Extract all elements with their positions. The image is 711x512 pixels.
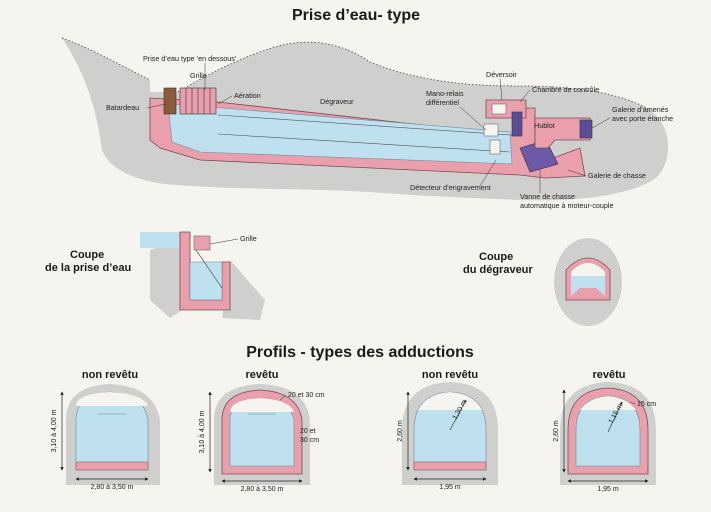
profile-3-height: 2,60 m	[397, 420, 404, 442]
grille-structure	[179, 87, 217, 115]
profile-4-air	[580, 396, 636, 410]
label-batardeau: Batardeau	[106, 103, 139, 112]
leader-galerie-am	[591, 117, 611, 129]
leader-batardeau	[146, 103, 167, 109]
profile-1-floor	[75, 461, 149, 471]
leader-profile-4-note1	[629, 401, 636, 405]
profile-4-water	[575, 395, 641, 467]
coupe-degr-title-1: Coupe	[479, 251, 513, 263]
profile-2-air	[230, 398, 294, 412]
profile-1-width: 2,80 à 3,50 m	[91, 484, 134, 491]
profile-3: non revêtu 1,30 m 2,60 m 1,95 m	[397, 369, 498, 491]
label-mano-1: Mano-relais	[426, 89, 464, 98]
profile-1-title: non revêtu	[82, 369, 138, 381]
profile-2-height: 3,10 à 4,00 m	[199, 410, 206, 453]
leader-aeration	[217, 95, 233, 105]
porte-etanche	[579, 119, 593, 139]
profile-2-width: 2,80 à 3,50 m	[241, 486, 284, 493]
profile-3-water	[413, 391, 487, 471]
leader-chambre	[519, 89, 531, 103]
profile-4: revêtu 1,15 m 15 cm 2,60 m 1,95 m	[553, 369, 656, 493]
label-galerie-am-2: avec porte étanche	[612, 114, 673, 123]
profile-1-air	[76, 392, 148, 406]
profile-3-title: non revêtu	[422, 369, 478, 381]
profile-2: revêtu 3,10 à 4,00 m 2,80 à 3,50 m 20 et…	[199, 369, 325, 493]
label-galerie-am-1: Galerie d’amenés	[612, 105, 669, 114]
coupe-prise-section: Coupe de la prise d’eau Grille	[45, 231, 265, 320]
profiles-title: Profils - types des adductions	[246, 344, 474, 361]
batardeau-gate	[163, 87, 177, 115]
coupe-prise-water	[189, 261, 223, 301]
label-detecteur: Détecteur d’engravement	[410, 183, 491, 192]
rock-edge	[61, 37, 651, 111]
leader-mano	[459, 106, 487, 131]
galerie-amenes	[534, 117, 591, 149]
label-vanne-2: automatique à moteur-couple	[520, 201, 614, 210]
coupe-prise-grille-label: Grille	[240, 234, 257, 243]
profile-4-title: revêtu	[592, 369, 625, 381]
label-chambre: Chambre de contrôle	[532, 85, 599, 94]
label-degraveur: Dégraveur	[320, 97, 354, 106]
leader-profile-2-note1	[279, 394, 287, 401]
label-grille-top: Grille	[190, 71, 207, 80]
profile-2-note2b: 30 cm	[300, 437, 319, 444]
coupe-degr-title-2: du dégraveur	[463, 264, 533, 276]
coupe-prise-grid-bar	[195, 249, 223, 289]
label-prise-dessous: Prise d’eau type ‘en dessous’	[143, 54, 237, 63]
label-mano-2: différentiel	[426, 98, 459, 107]
profile-3-width: 1,95 m	[439, 484, 461, 491]
label-hublot: Hublot	[534, 121, 555, 130]
profile-2-note1: 20 et 30 cm	[288, 392, 325, 399]
coupe-prise-rock-right	[222, 260, 265, 320]
main-title: Prise d’eau- type	[292, 7, 420, 24]
label-deversoir: Déversoir	[486, 70, 517, 79]
profile-3-radius-arrow	[449, 399, 467, 431]
coupe-prise-grille	[193, 235, 211, 251]
profile-2-note2a: 20 et	[300, 428, 316, 435]
profile-3-air	[418, 392, 482, 410]
profile-1-height: 3,10 à 4,00 m	[51, 409, 58, 452]
profile-4-note1: 15 cm	[637, 401, 656, 408]
leader-deversoir	[499, 78, 503, 101]
hublot-window	[511, 111, 523, 137]
label-aeration: Aération	[234, 91, 261, 100]
profile-4-radius-arrow	[607, 401, 623, 433]
main-section: Prise d’eau type ‘en dessous’ Grille Bat…	[61, 37, 673, 210]
leader-coupe-grille	[209, 238, 239, 245]
coupe-prise-water-top	[140, 232, 182, 248]
profile-2-title: revêtu	[245, 369, 278, 381]
leader-detecteur	[479, 159, 497, 187]
coupe-prise-rock-left	[150, 240, 182, 318]
tunnel-line-bottom	[217, 133, 511, 153]
profile-4-width: 1,95 m	[597, 486, 619, 493]
profile-1: non revêtu 3,10 à 4,00 m 2,80 à 3,50 m	[51, 369, 160, 491]
tunnel-line-top	[217, 114, 511, 136]
coupe-degraveur-section: Coupe du dégraveur	[463, 238, 622, 326]
coupe-prise-title-1: Coupe	[70, 249, 104, 261]
profile-3-floor	[413, 461, 487, 471]
coupe-prise-title-2: de la prise d’eau	[45, 262, 131, 274]
profile-4-height: 2,60 m	[553, 420, 560, 442]
leader-galerie-chasse	[567, 169, 587, 177]
label-galerie-chasse: Galerie de chasse	[588, 171, 646, 180]
coupe-degr-air	[571, 263, 605, 276]
label-vanne-1: Vanne de chasse	[520, 192, 575, 201]
